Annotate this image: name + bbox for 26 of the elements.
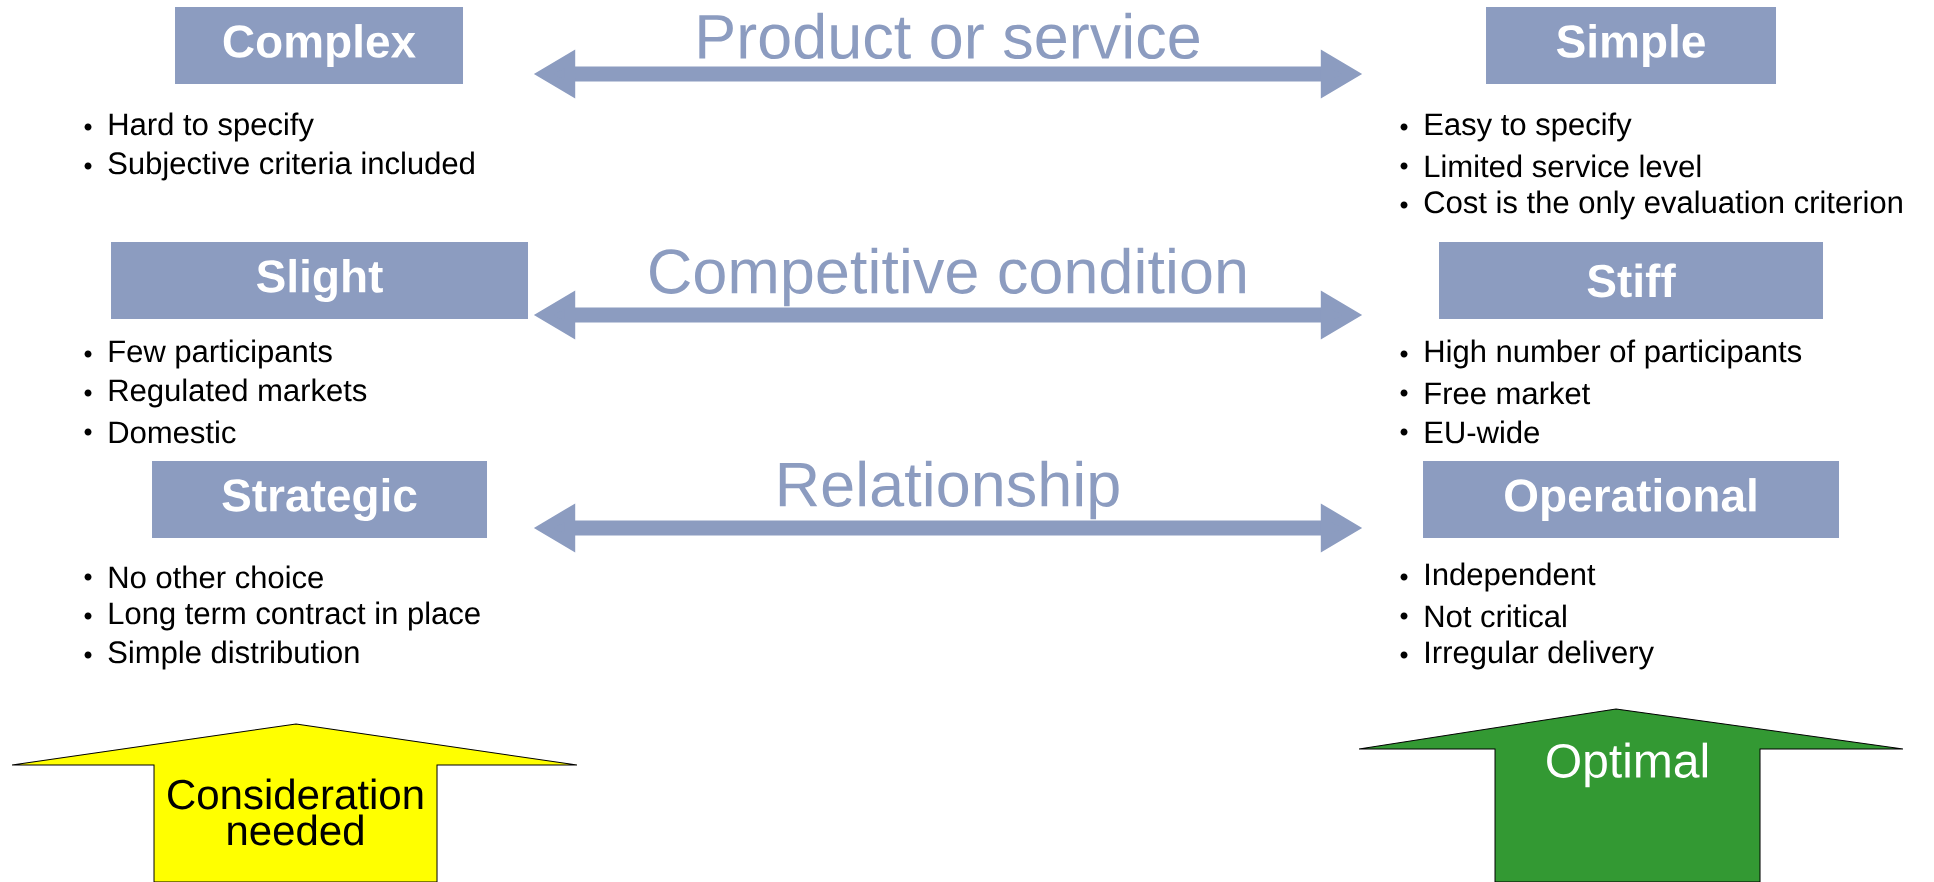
edge-label: Competitive condition bbox=[650, 247, 1245, 307]
bullet-item: Irregular delivery bbox=[1426, 640, 1654, 670]
label-box: Slight bbox=[111, 242, 528, 319]
bullet-item: Simple distribution bbox=[108, 640, 359, 670]
edge-label: Relationship bbox=[779, 460, 1119, 520]
bullet-item: Hard to specify bbox=[109, 112, 314, 142]
edge-label: Product or service bbox=[699, 12, 1199, 60]
bullet-item: Limited service level bbox=[1425, 154, 1701, 178]
bullet-item: Long term contract in place bbox=[109, 601, 480, 631]
label-box: Complex bbox=[175, 7, 463, 84]
bullet-item: Free market bbox=[1425, 381, 1591, 405]
bullet-item: Subjective criteria included bbox=[108, 151, 474, 181]
bullet-item: Easy to specify bbox=[1425, 112, 1632, 142]
bullet-item: Cost is the only evaluation criterion bbox=[1424, 190, 1902, 220]
label-box: Operational bbox=[1423, 461, 1839, 538]
bullet-item: Domestic bbox=[109, 420, 236, 444]
bullet-item: High number of participants bbox=[1425, 339, 1802, 369]
bullet-item: Not critical bbox=[1425, 604, 1566, 628]
bullet-item: EU-wide bbox=[1425, 420, 1539, 444]
bullet-item: Few participants bbox=[109, 339, 332, 369]
label-box: Strategic bbox=[152, 461, 487, 538]
bullet-item: No other choice bbox=[109, 565, 323, 589]
bullet-item: Regulated markets bbox=[109, 378, 367, 408]
label-box: Simple bbox=[1486, 7, 1776, 84]
label-box: Stiff bbox=[1439, 242, 1823, 319]
bullet-item: Independent bbox=[1426, 562, 1596, 592]
